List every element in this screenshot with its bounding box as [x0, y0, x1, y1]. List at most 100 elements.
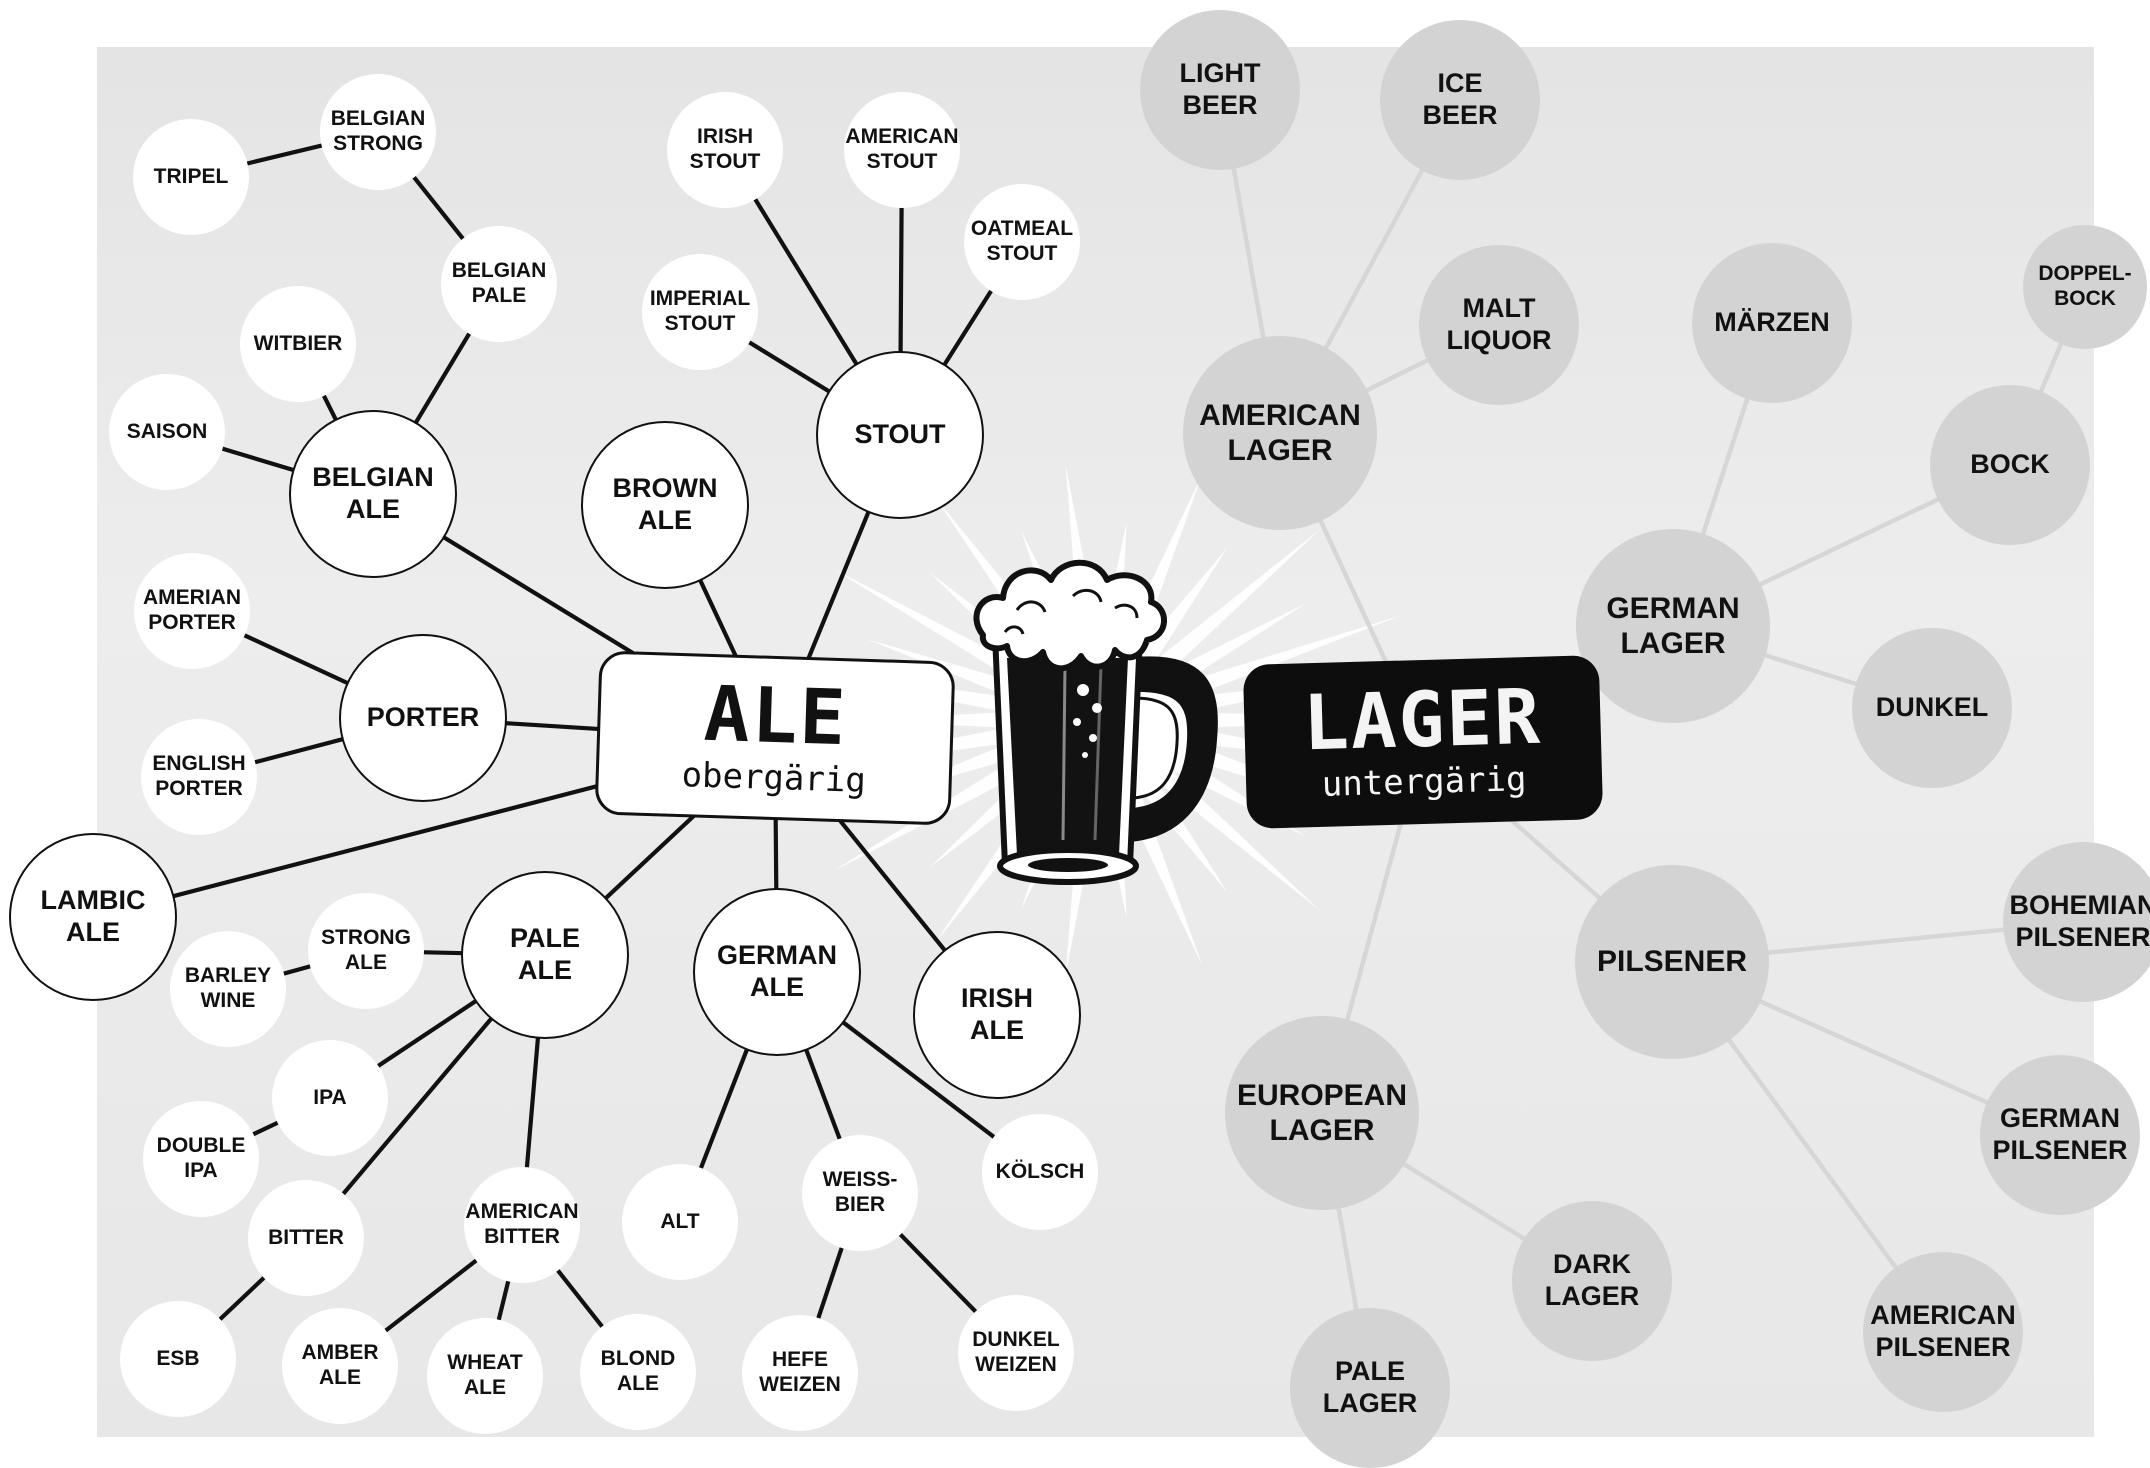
node-label-imperial-stout: IMPERIAL STOUT [650, 287, 750, 337]
node-label-german-lager: GERMAN LAGER [1606, 591, 1739, 662]
node-label-oatmeal-stout: OATMEAL STOUT [971, 217, 1073, 267]
node-english-porter: ENGLISH PORTER [141, 719, 257, 835]
node-label-doppelbock: DOPPEL- BOCK [2038, 262, 2131, 312]
ale-hub: ALE obergärig [595, 650, 956, 825]
node-american-pilsener: AMERICAN PILSENER [1863, 1252, 2023, 1412]
node-german-pilsener: GERMAN PILSENER [1980, 1055, 2140, 1215]
node-belgian-pale: BELGIAN PALE [441, 226, 557, 342]
node-label-ipa: IPA [313, 1086, 346, 1111]
ale-subtitle: obergärig [681, 757, 866, 800]
node-label-irish-ale: IRISH ALE [961, 983, 1033, 1047]
node-light-beer: LIGHT BEER [1140, 10, 1300, 170]
node-german-lager: GERMAN LAGER [1576, 529, 1770, 723]
node-label-lambic-ale: LAMBIC ALE [41, 885, 146, 949]
node-label-pilsener: PILSENER [1597, 944, 1747, 979]
node-label-american-lager: AMERICAN LAGER [1199, 398, 1361, 469]
node-ice-beer: ICE BEER [1380, 20, 1540, 180]
node-label-ice-beer: ICE BEER [1422, 68, 1497, 132]
node-kolsch: KÖLSCH [982, 1114, 1098, 1230]
node-hefe-weizen: HEFE WEIZEN [742, 1315, 858, 1431]
node-label-wheat-ale: WHEAT ALE [447, 1351, 522, 1401]
node-amerian-porter: AMERIAN PORTER [134, 553, 250, 669]
node-american-lager: AMERICAN LAGER [1183, 336, 1377, 530]
node-bitter: BITTER [248, 1180, 364, 1296]
node-label-double-ipa: DOUBLE IPA [157, 1134, 246, 1184]
node-dunkel: DUNKEL [1852, 628, 2012, 788]
node-label-belgian-ale: BELGIAN ALE [312, 462, 434, 526]
node-label-dunkel: DUNKEL [1876, 692, 1989, 724]
node-german-ale: GERMAN ALE [693, 888, 861, 1056]
node-lambic-ale: LAMBIC ALE [9, 833, 177, 1001]
node-belgian-ale: BELGIAN ALE [289, 410, 457, 578]
node-pale-lager: PALE LAGER [1290, 1308, 1450, 1468]
node-label-belgian-pale: BELGIAN PALE [452, 259, 547, 309]
node-strong-ale: STRONG ALE [308, 893, 424, 1009]
node-bohemian-pilsener: BOHEMIAN PILSENER [2003, 842, 2150, 1002]
node-label-belgian-strong: BELGIAN STRONG [331, 107, 426, 157]
lager-subtitle: untergärig [1321, 761, 1527, 804]
node-label-bohemian-pilsener: BOHEMIAN PILSENER [2010, 890, 2150, 954]
node-weissbier: WEISS- BIER [802, 1135, 918, 1251]
lager-title: LAGER [1302, 679, 1543, 762]
node-label-english-porter: ENGLISH PORTER [152, 752, 245, 802]
node-label-porter: PORTER [367, 702, 480, 734]
node-bock: BOCK [1930, 385, 2090, 545]
node-label-weissbier: WEISS- BIER [823, 1168, 898, 1218]
node-esb: ESB [120, 1301, 236, 1417]
node-label-bitter: BITTER [268, 1226, 344, 1251]
node-label-brown-ale: BROWN ALE [613, 473, 718, 537]
node-label-marzen: MÄRZEN [1714, 307, 1830, 339]
node-label-light-beer: LIGHT BEER [1180, 58, 1261, 122]
node-label-amber-ale: AMBER ALE [302, 1341, 379, 1391]
node-imperial-stout: IMPERIAL STOUT [642, 254, 758, 370]
node-ipa: IPA [272, 1040, 388, 1156]
node-witbier: WITBIER [240, 286, 356, 402]
node-label-kolsch: KÖLSCH [996, 1160, 1085, 1185]
node-wheat-ale: WHEAT ALE [427, 1318, 543, 1434]
node-malt-liquor: MALT LIQUOR [1419, 245, 1579, 405]
node-label-esb: ESB [156, 1347, 199, 1372]
node-label-stout: STOUT [854, 419, 945, 451]
node-dunkel-weizen: DUNKEL WEIZEN [958, 1295, 1074, 1411]
beer-mug-icon [965, 540, 1225, 900]
node-doppelbock: DOPPEL- BOCK [2023, 225, 2147, 349]
node-label-german-pilsener: GERMAN PILSENER [1992, 1103, 2127, 1167]
node-irish-ale: IRISH ALE [913, 931, 1081, 1099]
lager-hub: LAGER untergärig [1243, 655, 1603, 829]
node-label-bock: BOCK [1970, 449, 2050, 481]
node-label-european-lager: EUROPEAN LAGER [1237, 1078, 1407, 1149]
node-amber-ale: AMBER ALE [282, 1308, 398, 1424]
node-label-witbier: WITBIER [254, 332, 343, 357]
node-tripel: TRIPEL [133, 119, 249, 235]
node-american-stout: AMERICAN STOUT [844, 92, 960, 208]
ale-title: ALE [703, 676, 849, 756]
node-label-hefe-weizen: HEFE WEIZEN [759, 1348, 841, 1398]
node-label-american-stout: AMERICAN STOUT [845, 125, 958, 175]
node-brown-ale: BROWN ALE [581, 421, 749, 589]
node-label-alt: ALT [660, 1210, 699, 1235]
node-dark-lager: DARK LAGER [1512, 1201, 1672, 1361]
node-belgian-strong: BELGIAN STRONG [320, 74, 436, 190]
node-label-strong-ale: STRONG ALE [321, 926, 411, 976]
node-oatmeal-stout: OATMEAL STOUT [964, 184, 1080, 300]
node-label-tripel: TRIPEL [154, 165, 229, 190]
node-label-american-bitter: AMERICAN BITTER [465, 1200, 578, 1250]
node-pilsener: PILSENER [1575, 865, 1769, 1059]
node-irish-stout: IRISH STOUT [667, 92, 783, 208]
node-pale-ale: PALE ALE [461, 871, 629, 1039]
node-porter: PORTER [339, 634, 507, 802]
node-label-irish-stout: IRISH STOUT [690, 125, 761, 175]
node-double-ipa: DOUBLE IPA [143, 1101, 259, 1217]
node-alt: ALT [622, 1164, 738, 1280]
node-saison: SAISON [109, 374, 225, 490]
node-label-dunkel-weizen: DUNKEL WEIZEN [972, 1328, 1060, 1378]
node-label-saison: SAISON [127, 420, 208, 445]
node-european-lager: EUROPEAN LAGER [1225, 1016, 1419, 1210]
node-label-american-pilsener: AMERICAN PILSENER [1870, 1300, 2016, 1364]
node-label-blond-ale: BLOND ALE [601, 1347, 676, 1397]
node-american-bitter: AMERICAN BITTER [464, 1167, 580, 1283]
node-barley-wine: BARLEY WINE [170, 931, 286, 1047]
node-label-pale-lager: PALE LAGER [1323, 1356, 1418, 1420]
node-label-pale-ale: PALE ALE [510, 923, 580, 987]
node-marzen: MÄRZEN [1692, 243, 1852, 403]
